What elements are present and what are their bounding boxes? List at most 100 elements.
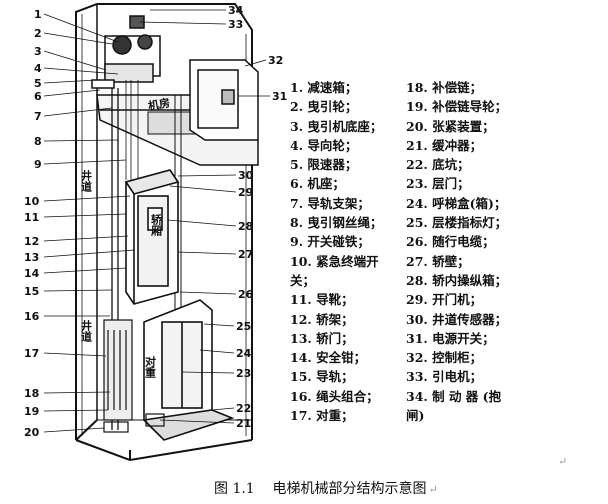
callout-number: 22 (236, 402, 251, 415)
elevator-car (124, 169, 180, 305)
legend-item: 8. 曳引钢丝绳； (290, 215, 383, 231)
legend-item: 20. 张紧装置； (406, 118, 495, 134)
leader-line (43, 289, 113, 292)
traction-machine (91, 15, 161, 89)
leader-line (43, 195, 131, 202)
legend-item: 31. 电源开关； (406, 330, 495, 346)
callout-number: 4 (34, 62, 42, 75)
callout-number: 17 (24, 347, 39, 360)
callout-number: 10 (24, 195, 40, 208)
legend-item: 33. 引电机； (406, 369, 483, 385)
legend-right: 18. 补偿链； 19. 补偿链导轮； 20. 张紧装置； 21. 缓冲器； 22. 底… (406, 78, 507, 425)
legend-item: 29. 开门机； (406, 292, 483, 308)
figure-caption: 图 1.1 电梯机械部分结构示意图↵ (214, 478, 438, 498)
legend-item: 30. 井道传感器； (406, 311, 508, 327)
legend-item: 18. 补偿链； (406, 80, 483, 95)
leader-line (203, 323, 235, 327)
leader-line (43, 235, 129, 242)
landing-door (142, 299, 235, 441)
callout-number: 19 (24, 405, 39, 418)
leader-line (43, 50, 107, 71)
callout-number: 20 (24, 426, 40, 439)
leader-line (244, 59, 267, 67)
leader-line (43, 79, 97, 84)
callout-number: 27 (238, 248, 253, 261)
legend-item: 17. 对重； (290, 408, 354, 424)
leader-line (177, 251, 237, 255)
hoistway-label-upper: 井道 (80, 169, 93, 193)
control-cabinet (189, 59, 259, 141)
legend-item: 5. 限速器； (290, 157, 358, 173)
callout-number: 6 (34, 90, 42, 103)
legend-item: 12. 轿架； (290, 311, 354, 327)
callout-number: 13 (24, 251, 39, 264)
legend-item: 21. 缓冲器； (406, 137, 483, 153)
callout-number: 3 (34, 45, 42, 58)
leader-line (211, 407, 235, 411)
leader-line (43, 267, 127, 274)
legend-item: 10. 紧急终端开 (290, 253, 379, 269)
legend-item: 22. 底坑； (406, 157, 470, 173)
legend-item: 32. 控制柜； (406, 350, 483, 366)
callout-number: 25 (236, 320, 251, 333)
callout-leaders (43, 9, 270, 433)
leader-line (43, 159, 127, 165)
stray-return-mark: ↵ (558, 455, 568, 468)
legend-item: 13. 轿门； (290, 330, 354, 346)
legend-item: 28. 轿内操纵箱； (406, 272, 508, 288)
callout-number: 9 (34, 158, 42, 171)
return-mark: ↵ (428, 483, 438, 496)
leader-line (159, 419, 235, 424)
legend-item: 9. 开关碰铁； (290, 234, 370, 250)
leader-line (43, 13, 119, 43)
leader-line (43, 427, 105, 433)
callout-number: 14 (24, 267, 40, 280)
legend-item: 11. 导靴； (290, 292, 354, 308)
callout-number: 21 (236, 417, 251, 430)
callout-number: 34 (228, 4, 244, 17)
leader-line (43, 213, 127, 218)
legend-item: 3. 曳引机底座； (290, 118, 383, 134)
legend-item: 4. 导向轮； (290, 137, 358, 153)
callout-number: 11 (24, 211, 39, 224)
legend-item: 16. 绳头组合； (290, 388, 379, 404)
callout-number: 26 (238, 288, 254, 301)
callout-number: 29 (238, 186, 253, 199)
leader-line (167, 219, 237, 227)
caption-label: 图 1.1 (214, 481, 255, 497)
callout-number: 24 (236, 347, 252, 360)
caption-title: 电梯机械部分结构示意图 (272, 481, 427, 497)
legend-item: 34. 制 动 器 (抱 (406, 388, 502, 404)
legend-item: 6. 机座； (290, 176, 345, 192)
leader-line (181, 371, 235, 374)
legend-item: 7. 导轨支架； (290, 195, 370, 211)
leader-line (177, 174, 237, 177)
leader-line (169, 185, 237, 193)
callout-number: 28 (238, 220, 253, 233)
car-label: 轿厢 (150, 213, 163, 237)
leader-line (43, 89, 101, 97)
legend-item: 关； (290, 272, 316, 288)
callout-number: 8 (34, 135, 42, 148)
leader-line (43, 352, 107, 357)
legend-item: 19. 补偿链导轮； (406, 99, 508, 115)
callout-number: 15 (24, 285, 39, 298)
leader-line (43, 249, 135, 258)
counterweight-label: 对重 (144, 355, 157, 378)
callout-number: 16 (24, 310, 40, 323)
hoistway-label-lower: 井道 (80, 319, 93, 343)
leader-line (43, 67, 119, 75)
leader-line (43, 32, 113, 45)
legend-item: 1. 减速箱； (290, 80, 358, 95)
callout-number: 33 (228, 18, 243, 31)
leader-line (139, 21, 227, 25)
callout-number: 7 (34, 110, 42, 123)
leader-line (199, 349, 235, 354)
legend-item: 闸) (406, 408, 425, 424)
leader-line (179, 291, 237, 295)
callout-number: 12 (24, 235, 39, 248)
legend-item: 14. 安全钳； (290, 350, 367, 366)
